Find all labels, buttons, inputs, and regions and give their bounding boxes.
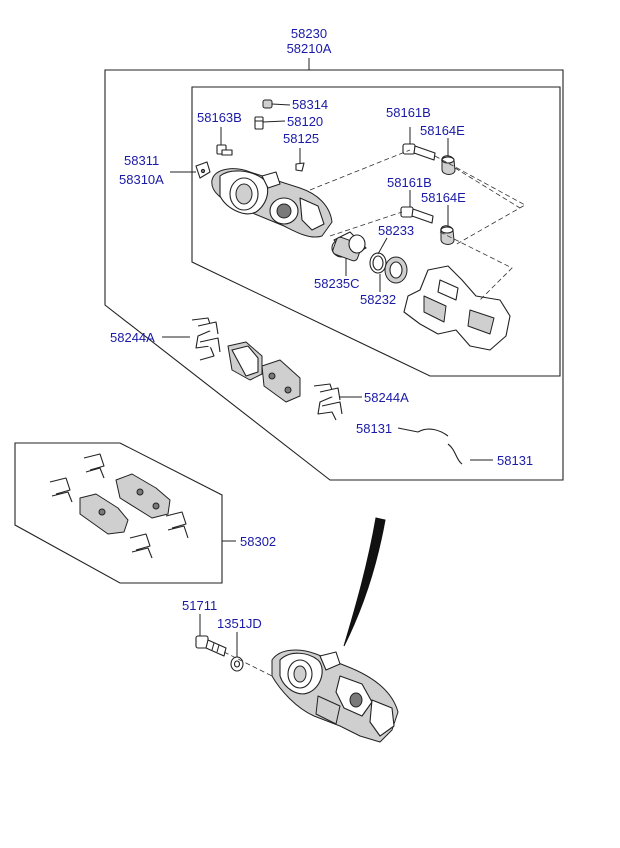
label-58244A-a: 58244A (110, 330, 155, 345)
bleeder-cap-part (262, 99, 273, 109)
leader-58314 (271, 103, 291, 106)
label-51711: 51711 (182, 598, 217, 613)
caliper-housing-part (211, 168, 333, 238)
label-58161B-b: 58161B (387, 175, 432, 190)
boot-lower-part (440, 225, 455, 245)
dash-lower-pin (329, 211, 513, 301)
label-58131-b: 58131 (497, 453, 533, 468)
label-58235C: 58235C (314, 276, 360, 291)
label-58210A: 58210A (287, 41, 332, 56)
label-58161B-a: 58161B (386, 105, 431, 120)
label-58233: 58233 (378, 223, 414, 238)
label-58163B: 58163B (197, 110, 242, 125)
guide-pin-lower-part (400, 206, 434, 224)
label-58230: 58230 (291, 26, 327, 41)
spring-lower-part (447, 443, 463, 465)
label-58125: 58125 (283, 131, 319, 146)
label-58244A-b: 58244A (364, 390, 409, 405)
carrier-bracket-part (403, 265, 511, 351)
label-58120: 58120 (287, 114, 323, 129)
mounting-bolt-part (195, 635, 227, 657)
leader-58131-a (397, 427, 419, 433)
label-58131-a: 58131 (356, 421, 392, 436)
pad-kit-clips-part (49, 453, 189, 559)
spring-upper-part (417, 428, 449, 437)
label-58310A: 58310A (119, 172, 164, 187)
leader-58120 (262, 120, 286, 123)
label-1351JD: 1351JD (217, 616, 262, 631)
boot-upper-part (441, 155, 456, 175)
piston-part (331, 231, 367, 262)
caliper-subframe (191, 86, 561, 377)
label-58302: 58302 (240, 534, 276, 549)
leader-58233 (377, 237, 388, 255)
bleeder-screw-part (254, 116, 264, 130)
washer-part (230, 656, 244, 672)
label-58164E-a: 58164E (420, 123, 465, 138)
brake-pad-outer-part (261, 359, 301, 403)
assembled-caliper-part (271, 649, 399, 743)
guide-pin-upper-part (402, 143, 436, 161)
clip-58125-part (295, 162, 305, 172)
dash-upper-pin (309, 149, 526, 246)
assembly-frame-outer (104, 69, 564, 481)
retainer-58311-part (195, 161, 211, 179)
clip-left-part (191, 317, 221, 361)
dust-boot-ring-part (384, 256, 408, 284)
label-58232: 58232 (360, 292, 396, 307)
piston-seal-part (369, 252, 387, 274)
label-58164E-b: 58164E (421, 190, 466, 205)
pointer-swoosh (343, 517, 386, 647)
clip-right-part (313, 383, 343, 421)
brake-pad-inner-part (227, 341, 263, 381)
label-58311: 58311 (124, 153, 159, 168)
label-58314: 58314 (292, 97, 328, 112)
guide-bolt-small-part (216, 144, 233, 156)
pad-kit-frame (14, 442, 223, 584)
pad-kit-pads-part (79, 473, 171, 535)
